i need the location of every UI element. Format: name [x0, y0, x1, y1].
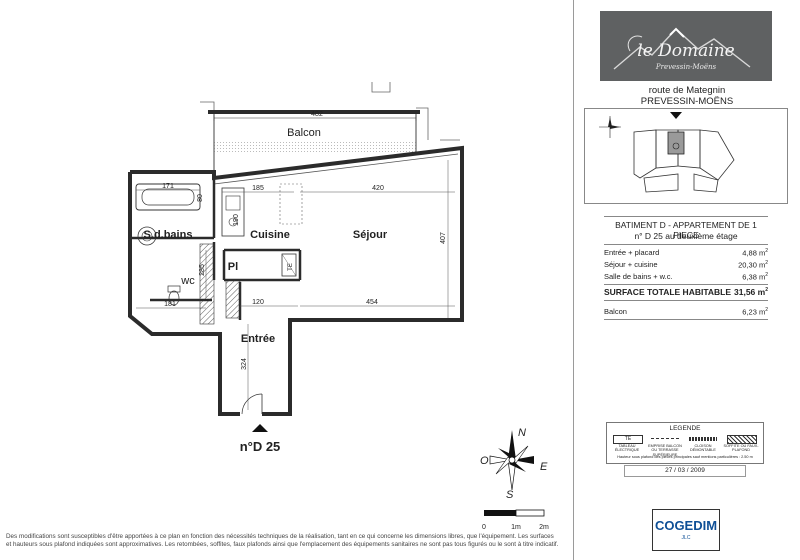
dim-190: 190	[233, 214, 240, 226]
toilet	[167, 285, 181, 306]
surface-value: 6,38 m2	[742, 272, 768, 282]
scale-1m: 1m	[511, 524, 521, 531]
hatched-partition	[199, 243, 215, 325]
separator	[604, 216, 768, 217]
logo-subtitle: Prevessin-Moëns	[655, 63, 717, 71]
room-label-entree: Entrée	[241, 333, 275, 345]
legend-symbol-soffit	[727, 435, 757, 444]
mountain-logo-icon	[613, 27, 751, 70]
logo-title: le Domaine	[637, 41, 735, 61]
room-label-balcon: Balcon	[287, 127, 321, 139]
brand-logo: le Domaine Prevessin-Moëns	[600, 11, 772, 81]
legend-note: Hauteur sous plafond des pièces principa…	[617, 455, 753, 459]
key-plan-arrow-icon	[670, 112, 682, 119]
floor-plan: 482 171 185 420 80 190 407 285 181 120 4…	[6, 82, 566, 549]
balcon-value: 6,23 m2	[742, 307, 768, 317]
compass-rose-icon	[489, 430, 534, 491]
info-sidebar: le Domaine Prevessin-Moëns route de Mate…	[574, 0, 800, 560]
floor-plan-drawing: 482 171 185 420 80 190 407 285 181 120 4…	[128, 82, 549, 531]
kitchen-counter	[221, 183, 303, 237]
disclaimer-line: Des modifications sont susceptibles d'êt…	[6, 533, 554, 540]
legend-symbol-partition	[689, 437, 717, 441]
separator	[604, 244, 768, 245]
facade-glazing	[213, 153, 459, 185]
room-label-pl: Pl	[228, 261, 238, 273]
dimension-lines	[136, 160, 455, 410]
legend-label: EMPRISE BALCON OU TERRASSE SUPÉRIEURE	[648, 444, 682, 457]
cogedim-logo: COGEDIM JLC	[652, 509, 720, 551]
entrance-arrow-icon	[252, 424, 268, 432]
legend-label: SOFFITE OU FAUX-PLAFOND	[723, 444, 759, 453]
key-plan-compass-icon	[599, 116, 621, 138]
compass-n: N	[518, 427, 526, 439]
brand-subtitle: JLC	[681, 535, 691, 541]
dim-balcony-width: 482	[311, 111, 323, 118]
separator	[604, 284, 768, 285]
key-plan	[584, 108, 788, 204]
address-line: route de Mategnin	[648, 85, 726, 96]
room-label-wc: wc	[180, 275, 195, 287]
room-label-cuisine: Cuisine	[250, 229, 290, 241]
neighbour-outline	[200, 82, 460, 141]
hatched-partition	[225, 279, 241, 319]
dim-324: 324	[241, 358, 248, 370]
address-line: PREVESSIN-MOËNS	[640, 96, 734, 107]
legend-symbol-dashed	[651, 438, 679, 439]
inner-partitions	[132, 178, 302, 320]
legend-symbol-te: TE	[613, 435, 643, 444]
legend-label: CLOISON DÉMONTABLE	[690, 444, 716, 453]
disclaimer: Des modifications sont susceptibles d'êt…	[6, 533, 566, 549]
room-label-sdbains: S.d.bains	[144, 229, 193, 241]
balcony	[208, 110, 420, 176]
compass-s: S	[506, 489, 514, 501]
outer-walls	[128, 145, 464, 416]
dim-181: 181	[164, 301, 176, 308]
separator	[604, 300, 768, 301]
disclaimer-line: et hauteurs sous plafond indiquées sont …	[6, 541, 559, 548]
compass-e: E	[540, 461, 548, 473]
scale-2m: 2m	[539, 524, 549, 531]
dim-120: 120	[252, 299, 264, 306]
surface-label: Séjour + cuisine	[604, 260, 658, 269]
entrance-door	[241, 393, 263, 415]
surface-label: Entrée + placard	[604, 248, 660, 257]
unit-line: n° D 25 au deuxième étage	[634, 231, 738, 241]
legend: LEGENDE TE TABLEAU ÉLECTRIQUE EMPRISE BA…	[606, 422, 764, 464]
compass-o: O	[480, 455, 489, 467]
total-surface-value: 31,56 m2	[734, 287, 768, 297]
bathtub	[135, 183, 201, 211]
scale-0: 0	[482, 524, 486, 531]
surface-label: Salle de bains + w.c.	[604, 272, 673, 281]
scale-bar	[484, 509, 545, 517]
separator	[604, 319, 768, 320]
legend-label: TABLEAU ÉLECTRIQUE	[614, 444, 640, 453]
room-label-sejour: Séjour	[353, 229, 388, 241]
dim-185: 185	[252, 185, 264, 192]
building-line: BATIMENT D - APPARTEMENT DE 1 PIECE	[615, 220, 757, 240]
dim-171: 171	[162, 183, 174, 190]
total-surface-label: SURFACE TOTALE HABITABLE	[604, 287, 732, 297]
legend-title: LEGENDE	[669, 425, 701, 432]
divider	[573, 0, 574, 560]
surface-value: 4,88 m2	[742, 248, 768, 258]
sink	[137, 226, 157, 246]
dim-407: 407	[440, 232, 447, 244]
balcon-label: Balcon	[604, 307, 627, 316]
unit-number: n°D 25	[240, 439, 281, 454]
dim-454: 454	[366, 299, 378, 306]
dim-80: 80	[197, 194, 204, 202]
surface-value: 20,30 m2	[738, 260, 768, 270]
room-label-te: TE	[288, 263, 294, 271]
brand-name: COGEDIM	[654, 518, 718, 533]
dim-285: 285	[199, 264, 206, 276]
dim-420: 420	[372, 185, 384, 192]
plan-date: 27 / 03 / 2009	[624, 465, 746, 477]
